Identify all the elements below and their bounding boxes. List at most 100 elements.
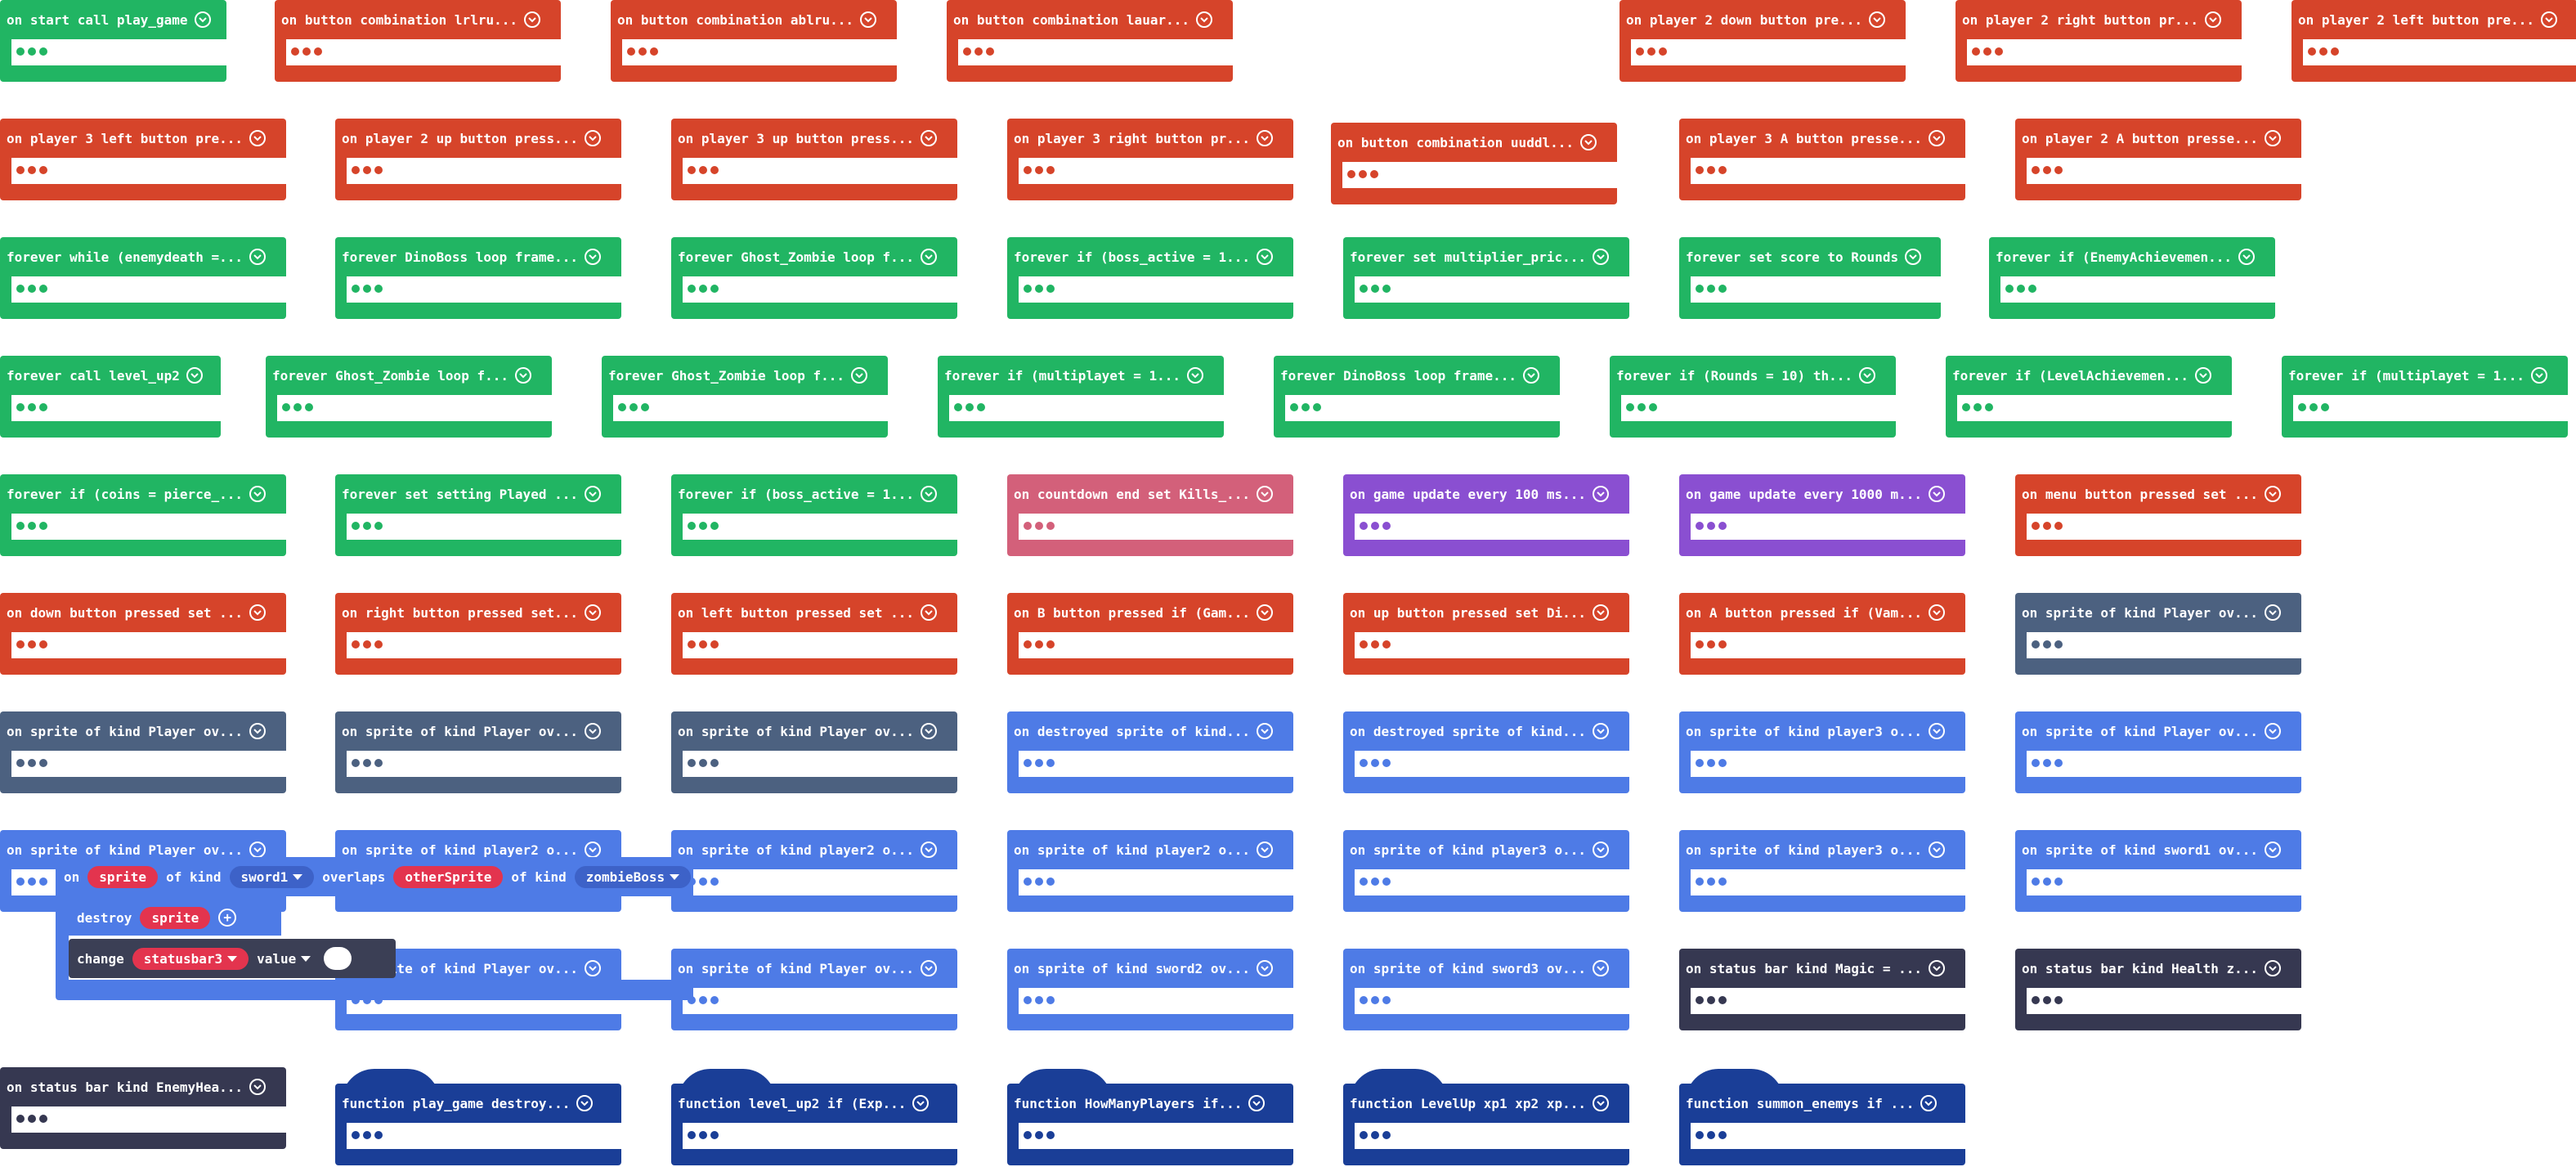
collapsed-event-block[interactable]: function play_game destroy... <box>335 1069 621 1165</box>
collapsed-event-block[interactable]: on sprite of kind player3 o... <box>1679 830 1965 912</box>
block-header[interactable]: on destroyed sprite of kind... <box>1007 711 1293 751</box>
collapsed-event-block[interactable]: on player 2 right button pr... <box>1956 0 2242 82</box>
collapsed-event-block[interactable]: on game update every 1000 m... <box>1679 474 1965 556</box>
collapsed-event-block[interactable]: forever if (multiplayet = 1... <box>938 356 1224 438</box>
collapsed-ellipsis-button[interactable] <box>2027 991 2068 1009</box>
expand-chevron-icon[interactable] <box>2204 11 2221 28</box>
block-header[interactable]: on player 2 left button pre... <box>2292 0 2576 39</box>
expand-chevron-icon[interactable] <box>1928 604 1945 621</box>
collapsed-ellipsis-button[interactable] <box>11 754 52 772</box>
collapsed-ellipsis-button[interactable] <box>11 161 52 179</box>
block-header[interactable]: on destroyed sprite of kind... <box>1343 711 1629 751</box>
block-header[interactable]: function play_game destroy... <box>335 1084 621 1123</box>
expand-chevron-icon[interactable] <box>584 960 601 976</box>
collapsed-ellipsis-button[interactable] <box>958 43 999 61</box>
expand-chevron-icon[interactable] <box>2264 486 2281 502</box>
expand-chevron-icon[interactable] <box>2264 130 2281 146</box>
collapsed-event-block[interactable]: on sprite of kind Player ov... <box>671 949 957 1030</box>
collapsed-ellipsis-button[interactable] <box>1967 43 2008 61</box>
block-header[interactable]: forever if (boss_active = 1... <box>1007 237 1293 276</box>
expand-chevron-icon[interactable] <box>1858 367 1875 384</box>
block-header[interactable]: on player 2 A button presse... <box>2015 119 2301 158</box>
block-header[interactable]: forever if (Rounds = 10) th... <box>1610 356 1896 395</box>
collapsed-ellipsis-button[interactable] <box>347 1126 388 1144</box>
expand-chevron-icon[interactable] <box>1522 367 1539 384</box>
collapsed-ellipsis-button[interactable] <box>1691 873 1732 891</box>
expand-chevron-icon[interactable] <box>249 723 266 739</box>
block-header[interactable]: on start call play_game <box>0 0 226 39</box>
collapsed-ellipsis-button[interactable] <box>613 398 654 416</box>
collapsed-ellipsis-button[interactable] <box>1691 161 1732 179</box>
collapsed-event-block[interactable]: on sprite of kind player3 o... <box>1343 830 1629 912</box>
block-header[interactable]: forever if (coins = pierce_... <box>0 474 286 514</box>
collapsed-event-block[interactable]: function level_up2 if (Exp... <box>671 1069 957 1165</box>
collapsed-event-block[interactable]: forever DinoBoss loop frame... <box>1274 356 1560 438</box>
block-header[interactable]: forever DinoBoss loop frame... <box>1274 356 1560 395</box>
collapsed-event-block[interactable]: on sprite of kind player2 o... <box>1007 830 1293 912</box>
collapsed-event-block[interactable]: forever if (EnemyAchievemen... <box>1989 237 2275 319</box>
expand-chevron-icon[interactable] <box>2264 842 2281 858</box>
collapsed-event-block[interactable]: on sprite of kind Player ov... <box>2015 593 2301 675</box>
collapsed-event-block[interactable]: on sprite of kind sword1 ov... <box>2015 830 2301 912</box>
collapsed-event-block[interactable]: forever set setting Played ... <box>335 474 621 556</box>
collapsed-ellipsis-button[interactable] <box>1019 991 1060 1009</box>
collapsed-event-block[interactable]: on status bar kind EnemyHea... <box>0 1067 286 1149</box>
kind-dropdown-2[interactable]: zombieBoss <box>574 865 692 888</box>
expand-chevron-icon[interactable] <box>1256 249 1273 265</box>
collapsed-ellipsis-button[interactable] <box>347 754 388 772</box>
block-header[interactable]: on sprite of kind Player ov... <box>0 711 286 751</box>
collapsed-ellipsis-button[interactable] <box>347 161 388 179</box>
collapsed-ellipsis-button[interactable] <box>11 635 52 653</box>
expand-chevron-icon[interactable] <box>1256 960 1273 976</box>
expand-chevron-icon[interactable] <box>920 130 937 146</box>
collapsed-ellipsis-button[interactable] <box>1019 873 1060 891</box>
block-header[interactable]: on sprite of kind Player ov... <box>671 711 957 751</box>
collapsed-event-block[interactable]: on countdown end set Kills_... <box>1007 474 1293 556</box>
collapsed-ellipsis-button[interactable] <box>1691 280 1732 298</box>
collapsed-ellipsis-button[interactable] <box>2293 398 2334 416</box>
block-header[interactable]: forever while (enemydeath =... <box>0 237 286 276</box>
statusbar-variable-dropdown[interactable]: statusbar3 <box>132 947 249 970</box>
collapsed-event-block[interactable]: forever DinoBoss loop frame... <box>335 237 621 319</box>
block-header[interactable]: forever DinoBoss loop frame... <box>335 237 621 276</box>
expand-chevron-icon[interactable] <box>1905 249 1922 265</box>
expand-chevron-icon[interactable] <box>584 604 601 621</box>
expand-chevron-icon[interactable] <box>1928 723 1945 739</box>
collapsed-ellipsis-button[interactable] <box>683 161 724 179</box>
expand-chevron-icon[interactable] <box>1248 1095 1266 1111</box>
collapsed-ellipsis-button[interactable] <box>1631 43 1672 61</box>
collapsed-event-block[interactable]: forever if (Rounds = 10) th... <box>1610 356 1896 438</box>
block-header[interactable]: on player 3 up button press... <box>671 119 957 158</box>
expand-chevron-icon[interactable] <box>1592 960 1609 976</box>
expand-chevron-icon[interactable] <box>249 1079 266 1095</box>
block-header[interactable]: on sprite of kind sword2 ov... <box>1007 949 1293 988</box>
expand-chevron-icon[interactable] <box>249 604 266 621</box>
expand-chevron-icon[interactable] <box>1592 842 1609 858</box>
expand-chevron-icon[interactable] <box>584 723 601 739</box>
block-header[interactable]: on menu button pressed set ... <box>2015 474 2301 514</box>
collapsed-event-block[interactable]: forever Ghost_Zombie loop f... <box>602 356 888 438</box>
block-header[interactable]: on player 2 right button pr... <box>1956 0 2242 39</box>
collapsed-event-block[interactable]: on A button pressed if (Vam... <box>1679 593 1965 675</box>
collapsed-ellipsis-button[interactable] <box>1355 280 1396 298</box>
collapsed-ellipsis-button[interactable] <box>1019 1126 1060 1144</box>
block-header[interactable]: function summon_enemys if ... <box>1679 1084 1965 1123</box>
collapsed-ellipsis-button[interactable] <box>1355 873 1396 891</box>
collapsed-event-block[interactable]: on sprite of kind Player ov... <box>0 711 286 793</box>
kind-dropdown-1[interactable]: sword1 <box>229 865 315 888</box>
collapsed-ellipsis-button[interactable] <box>1019 280 1060 298</box>
collapsed-ellipsis-button[interactable] <box>1285 398 1326 416</box>
collapsed-ellipsis-button[interactable] <box>1019 161 1060 179</box>
collapsed-event-block[interactable]: forever set multiplier_pric... <box>1343 237 1629 319</box>
collapsed-event-block[interactable]: on sprite of kind player3 o... <box>1679 711 1965 793</box>
collapsed-ellipsis-button[interactable] <box>2027 517 2068 535</box>
collapsed-ellipsis-button[interactable] <box>1355 1126 1396 1144</box>
collapsed-ellipsis-button[interactable] <box>1342 165 1383 183</box>
collapsed-ellipsis-button[interactable] <box>1691 991 1732 1009</box>
sprite-variable-pill[interactable]: sprite <box>87 865 159 888</box>
block-header[interactable]: on status bar kind EnemyHea... <box>0 1067 286 1106</box>
collapsed-ellipsis-button[interactable] <box>1019 635 1060 653</box>
collapsed-ellipsis-button[interactable] <box>2027 635 2068 653</box>
collapsed-event-block[interactable]: forever set score to Rounds <box>1679 237 1941 319</box>
collapsed-ellipsis-button[interactable] <box>1691 517 1732 535</box>
